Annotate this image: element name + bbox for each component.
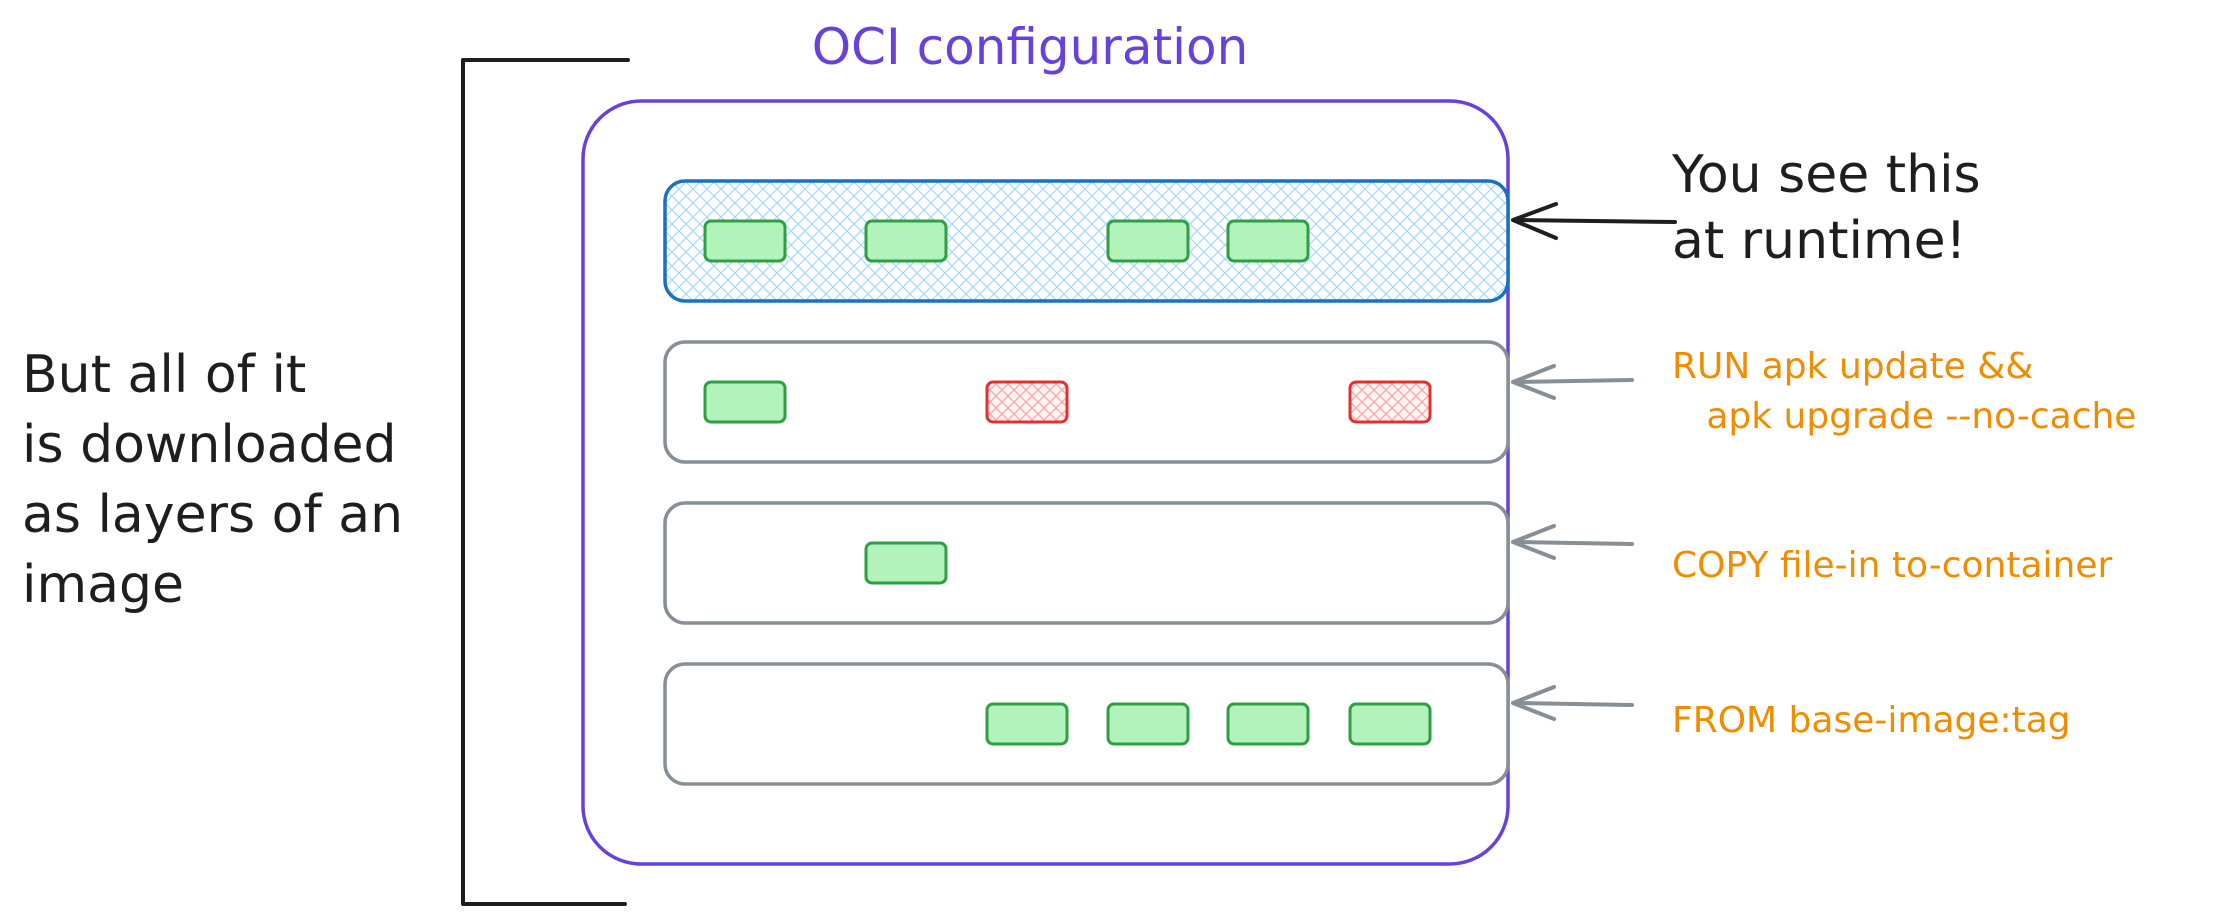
- green-block: [1106, 702, 1190, 746]
- runtime-arrow: [1511, 202, 1677, 240]
- green-block: [1106, 219, 1190, 263]
- copy-instruction-line: COPY file-in to-container: [1672, 545, 2112, 586]
- left-note-line: But all of it: [22, 345, 306, 405]
- green-block: [985, 702, 1069, 746]
- green-block: [1348, 702, 1432, 746]
- from-arrow: [1511, 685, 1634, 721]
- left-note-line: is downloaded: [22, 415, 397, 475]
- left-bracket: [461, 58, 630, 906]
- runtime-note: You see this at runtime!: [1671, 145, 1997, 271]
- green-block: [864, 541, 948, 585]
- red-block-outline: [1348, 380, 1432, 424]
- runtime-note-line: at runtime!: [1672, 211, 1966, 271]
- green-block: [1226, 219, 1310, 263]
- layer-runtime: [663, 179, 1510, 303]
- copy-instruction-label: COPY file-in to-container: [1672, 545, 2112, 586]
- runtime-note-line: You see this: [1671, 145, 1981, 205]
- run-arrow: [1511, 364, 1634, 400]
- red-block-outline: [985, 380, 1069, 424]
- run-instruction-line: apk upgrade --no-cache: [1672, 396, 2136, 437]
- left-note: But all of it is downloaded as layers of…: [22, 345, 420, 615]
- copy-arrow: [1511, 524, 1634, 560]
- green-block: [864, 219, 948, 263]
- run-instruction-label: RUN apk update && apk upgrade --no-cache: [1672, 346, 2171, 437]
- left-note-line: image: [22, 555, 184, 615]
- from-instruction-label: FROM base-image:tag: [1672, 700, 2071, 741]
- layer-copy: [663, 501, 1510, 625]
- from-instruction-line: FROM base-image:tag: [1672, 700, 2071, 741]
- diagram-title: OCI configuration: [812, 18, 1249, 76]
- left-note-line: as layers of an: [22, 485, 403, 545]
- green-block: [1226, 702, 1310, 746]
- run-instruction-line: RUN apk update &&: [1672, 346, 2033, 387]
- layer-from: [663, 662, 1510, 786]
- green-block: [703, 219, 787, 263]
- layer-run: [663, 340, 1510, 464]
- green-block: [703, 380, 787, 424]
